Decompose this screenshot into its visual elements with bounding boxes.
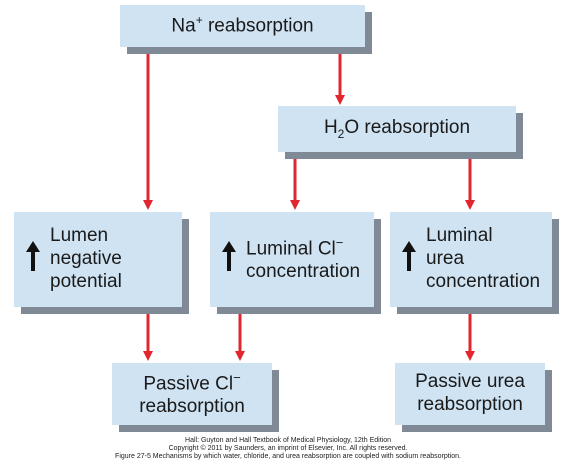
lumen-negative-potential-box: Lumen negative potential	[14, 212, 182, 307]
luminal-urea-label: Luminal urea concentration	[426, 225, 541, 292]
caption-line-3: Figure 27-5 Mechanisms by which water, c…	[115, 453, 461, 461]
caption-line-2: Copyright © 2011 by Saunders, an imprint…	[168, 445, 408, 453]
luminal-chloride-label: Luminal Cl− concentration	[246, 235, 361, 283]
passive-urea-reabsorption-label: Passive urea reabsorption	[415, 371, 525, 415]
luminal-urea-box: Luminal urea concentration	[390, 212, 552, 307]
caption-line-1: Hall: Guyton and Hall Textbook of Medica…	[185, 437, 391, 444]
na-reabsorption-label: Na+ reabsorption	[171, 13, 314, 37]
na-reabsorption-box: Na+ reabsorption	[120, 5, 365, 47]
lumen-negative-potential-label: Lumen negative potential	[50, 225, 122, 292]
h2o-reabsorption-label: H2O reabsorption	[323, 116, 471, 141]
passive-chloride-reabsorption-label: Passive Cl− reabsorption	[139, 369, 245, 417]
luminal-chloride-box: Luminal Cl− concentration	[210, 212, 374, 307]
figure-caption: Hall: Guyton and Hall Textbook of Medica…	[0, 437, 576, 461]
up-arrow-icon	[402, 241, 416, 278]
up-arrow-icon	[222, 241, 236, 278]
passive-chloride-reabsorption-box: Passive Cl− reabsorption	[112, 363, 272, 425]
h2o-reabsorption-box: H2O reabsorption	[278, 106, 516, 152]
up-arrow-icon	[26, 241, 40, 278]
passive-urea-reabsorption-box: Passive urea reabsorption	[395, 363, 545, 425]
